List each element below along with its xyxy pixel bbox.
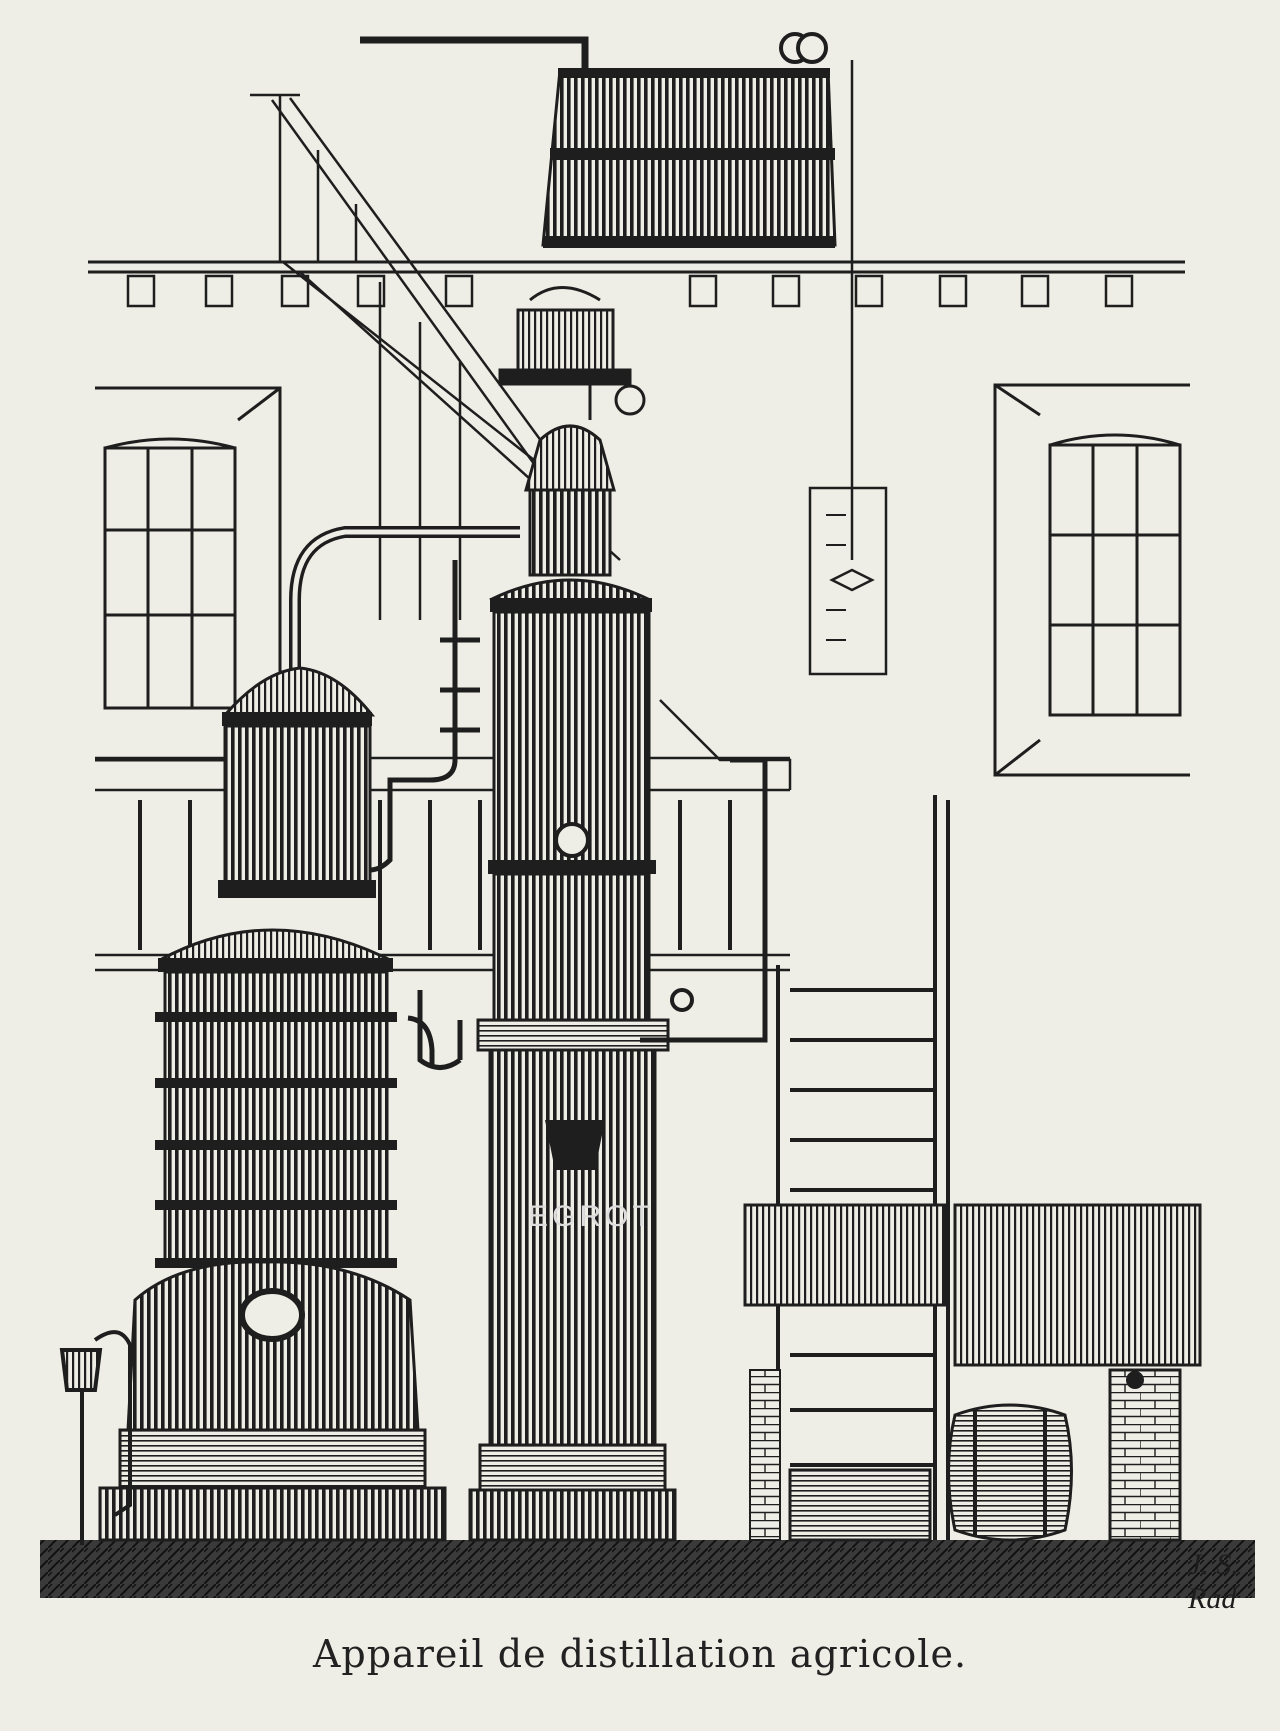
barrel xyxy=(947,1403,1073,1542)
caption: Appareil de distillation agricole. xyxy=(312,1632,968,1676)
preheater-box xyxy=(498,286,646,420)
balustrade xyxy=(95,756,790,972)
gallery-walkway xyxy=(88,260,1185,308)
storage-vat xyxy=(743,1203,1202,1542)
floor xyxy=(40,1540,1255,1598)
ladder xyxy=(776,795,950,1540)
window-right xyxy=(993,383,1190,777)
boiler-still xyxy=(98,666,447,1542)
vapour-pipe xyxy=(289,526,520,680)
water-tank xyxy=(360,32,837,248)
feed-funnel xyxy=(59,1330,132,1545)
column-inscription: EGROT xyxy=(528,1200,655,1233)
rectification-column xyxy=(468,424,694,1542)
engraver-signature: J. S. Rad xyxy=(1188,1548,1239,1615)
crate xyxy=(788,1468,932,1542)
gauge-panel xyxy=(808,60,888,676)
